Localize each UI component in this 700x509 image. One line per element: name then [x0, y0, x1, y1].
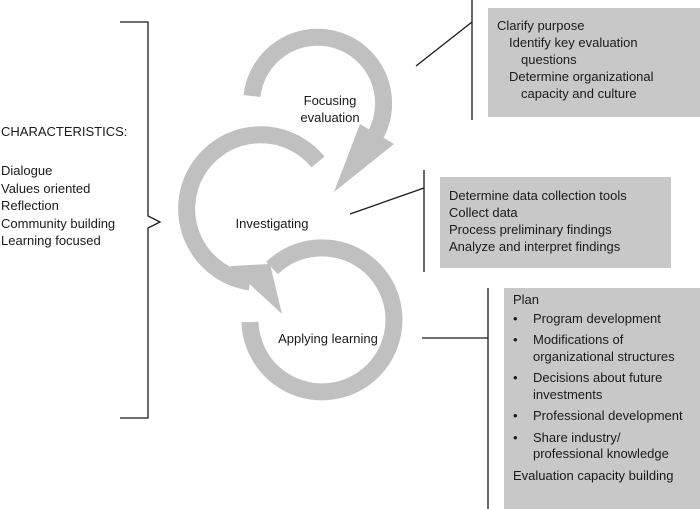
- box-item: Determine organizational capacity and cu…: [509, 69, 654, 101]
- investigating-box: Determine data collection tools Collect …: [440, 177, 671, 268]
- list-item: Values oriented: [1, 180, 91, 196]
- bullet: •: [513, 310, 518, 326]
- list-item: • Decisions about future investments: [513, 370, 694, 403]
- characteristics-list: Dialogue Values oriented Reflection Comm…: [1, 162, 115, 250]
- list-item: Learning focused: [1, 233, 101, 248]
- stage-label-line: evaluation: [300, 110, 360, 125]
- bullet: •: [513, 332, 518, 347]
- characteristics-title: CHARACTERISTICS:: [1, 124, 128, 139]
- bullet: •: [513, 429, 518, 445]
- box-footer: Evaluation capacity building: [513, 467, 674, 483]
- stage-label-line: Focusing: [303, 93, 357, 108]
- focusing-box: Clarify purpose Identify key evaluation …: [488, 8, 700, 117]
- box-item: Clarify purpose: [497, 18, 585, 33]
- list-item-text: Decisions about future investments: [533, 370, 663, 402]
- box-item: Collect data: [449, 205, 518, 220]
- list-item: • Professional development: [513, 408, 694, 425]
- box-heading: Plan: [513, 292, 540, 307]
- investigating-ring: [178, 126, 325, 291]
- characteristics-bracket: [120, 21, 162, 419]
- box-item: Process preliminary findings: [449, 222, 612, 237]
- list-item-text: Modifications of organizational structur…: [533, 332, 675, 364]
- applying-list: • Program development • Modifications of o…: [513, 311, 694, 463]
- applying-box: Plan • Program development • Modifications…: [504, 288, 700, 509]
- connector-investigating: [349, 187, 425, 215]
- list-item-text: Share industry/ professional knowledge: [533, 429, 669, 462]
- bullet: •: [513, 370, 518, 385]
- focusing-arrowhead: [334, 124, 394, 192]
- list-item: Dialogue: [1, 163, 53, 178]
- box-item: Analyze and interpret findings: [449, 239, 621, 254]
- box-item: Identify key evaluation questions: [509, 35, 638, 67]
- connector-focusing: [415, 21, 473, 67]
- stage-label-applying: Applying learning: [278, 331, 378, 346]
- list-item: Reflection: [1, 198, 59, 213]
- list-item: • Program development: [513, 311, 694, 328]
- focusing-ring: [243, 28, 393, 138]
- stage-label-focusing: Focusing evaluation: [282, 92, 378, 126]
- investigating-arrowhead: [230, 264, 282, 314]
- stage-label-investigating: Investigating: [235, 216, 309, 231]
- list-item: • Share industry/ professional knowledge: [513, 430, 694, 463]
- bullet: •: [513, 408, 518, 423]
- list-item: Community building: [1, 215, 116, 231]
- list-item-text: Program development: [533, 310, 661, 326]
- applying-ring: [241, 239, 403, 401]
- list-item: • Modifications of organizational structu…: [513, 332, 694, 365]
- box-item: Determine data collection tools: [449, 188, 627, 203]
- list-item-text: Professional development: [533, 408, 683, 423]
